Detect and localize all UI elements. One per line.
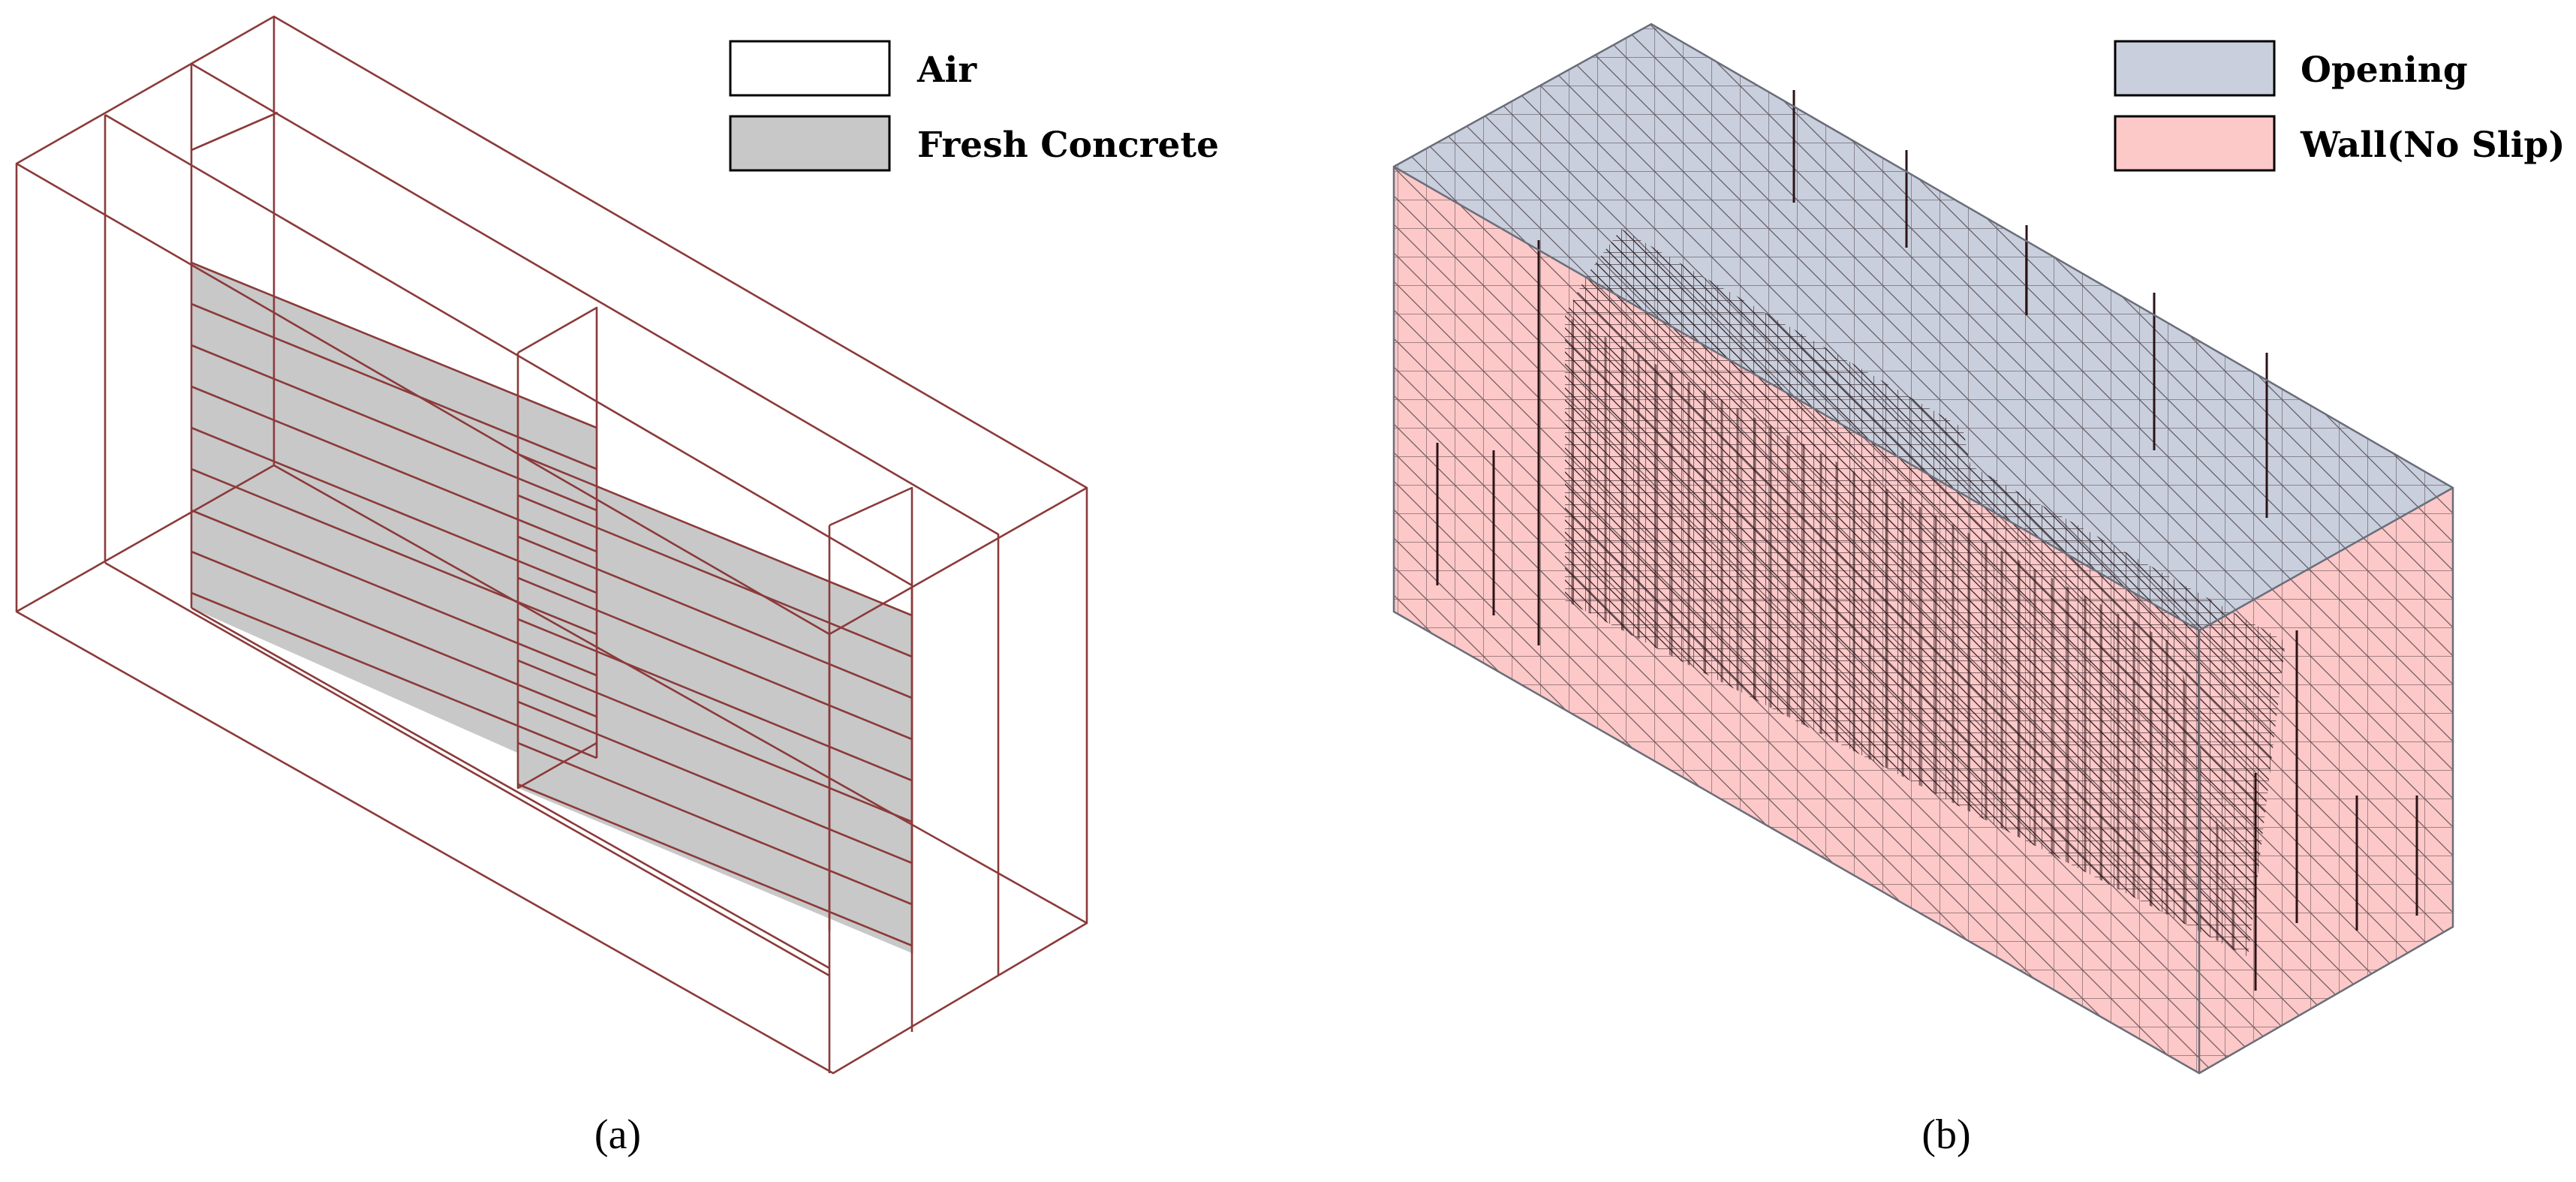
opening-mesh [1394,24,2453,630]
caption-b: (b) [1921,1111,1970,1158]
concrete-body-lower [518,454,912,953]
legend-b: Opening Wall(No Slip) [2114,40,2565,172]
legend-swatch-opening [2114,40,2276,97]
legend-swatch-wall [2114,115,2276,172]
panel-b-mesh: Opening Wall(No Slip) (b) [1392,23,2565,1158]
air-box-wireframe [15,15,1088,1075]
mesh-box-outline [1392,23,2454,1075]
legend-label-fresh-concrete: Fresh Concrete [917,125,1219,166]
legend-label-opening: Opening [2301,50,2468,91]
fine-mesh-rods [1565,315,2248,957]
caption-a: (a) [594,1111,641,1158]
legend-a: Air Fresh Concrete [729,40,1219,172]
legend-label-air: Air [916,50,977,91]
legend-label-wall: Wall(No Slip) [2300,125,2565,166]
legend-swatch-air [729,40,891,97]
concrete-body-upper [191,263,597,788]
legend-swatch-fresh-concrete [729,115,891,172]
panel-a-geometry: Air Fresh Concrete (a) [15,15,1219,1158]
concrete-layer-lines [191,261,913,947]
